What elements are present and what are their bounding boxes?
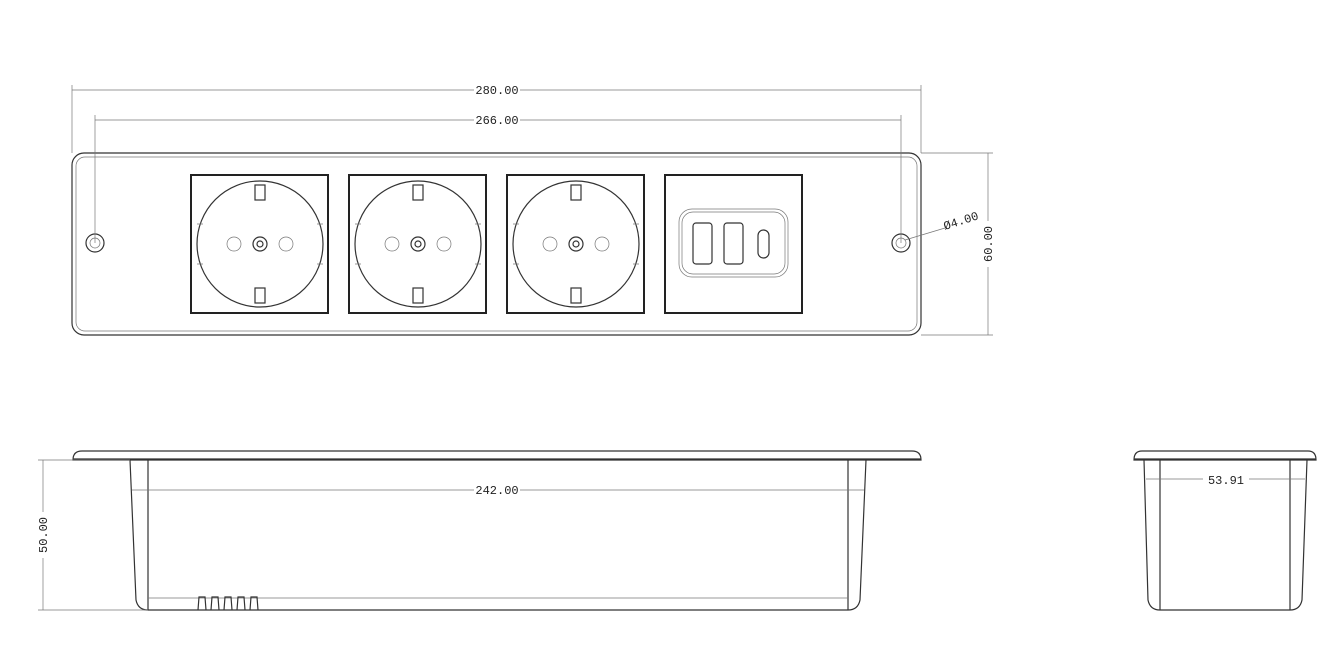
schuko-socket [506, 174, 645, 314]
dimension-280: 280.00 [71, 82, 922, 153]
dimension-266: 266.00 [94, 112, 902, 243]
connector-pins [197, 596, 259, 611]
dimension-60: 60.00 [921, 152, 996, 336]
faceplate-inner-edge [75, 156, 918, 332]
connector-pin [236, 596, 246, 611]
dimension-label: 50.00 [37, 517, 51, 553]
dimension-label: 53.91 [1208, 474, 1244, 488]
screw-icon [568, 236, 584, 252]
earth-clip-icon [412, 184, 424, 201]
earth-clip-icon [570, 184, 582, 201]
connector-pin [223, 596, 233, 611]
dimension-242: 242.00 [132, 482, 864, 498]
pin-hole-icon [226, 236, 242, 252]
dimension-label: 280.00 [475, 84, 518, 98]
side-view: 53.91 [1133, 450, 1317, 611]
pin-hole-icon [542, 236, 558, 252]
earth-clip-icon [254, 184, 266, 201]
earth-clip-icon [570, 287, 582, 304]
usb-module [664, 174, 803, 314]
pin-hole-icon [384, 236, 400, 252]
screw-icon [252, 236, 268, 252]
schuko-socket [190, 174, 329, 314]
pin-hole-icon [436, 236, 452, 252]
usb-c-port-icon [757, 229, 770, 259]
housing-outline [1143, 459, 1308, 611]
screw-icon [410, 236, 426, 252]
schuko-socket [348, 174, 487, 314]
connector-pin [197, 596, 207, 611]
dimension-53-91: 53.91 [1146, 471, 1305, 488]
faceplate-edge [72, 450, 922, 461]
dimension-50: 50.00 [35, 459, 148, 611]
pin-hole-icon [594, 236, 610, 252]
dimension-label: Ø4.00 [942, 209, 981, 233]
earth-clip-icon [412, 287, 424, 304]
top-view: 280.00 266.00 60.00 Ø4.00 [71, 82, 996, 336]
pin-hole-icon [278, 236, 294, 252]
usb-a-port-icon [723, 222, 744, 265]
earth-clip-icon [254, 287, 266, 304]
connector-pin [210, 596, 220, 611]
dimension-label: 60.00 [982, 226, 996, 262]
faceplate-outline [71, 152, 922, 336]
dimension-label: 266.00 [475, 114, 518, 128]
housing-outline [129, 459, 867, 611]
front-view: 242.00 50.00 [35, 450, 922, 611]
dimension-label: 242.00 [475, 484, 518, 498]
usb-a-port-icon [692, 222, 713, 265]
dimension-hole-diameter: Ø4.00 [904, 209, 981, 241]
connector-pin [249, 596, 259, 611]
